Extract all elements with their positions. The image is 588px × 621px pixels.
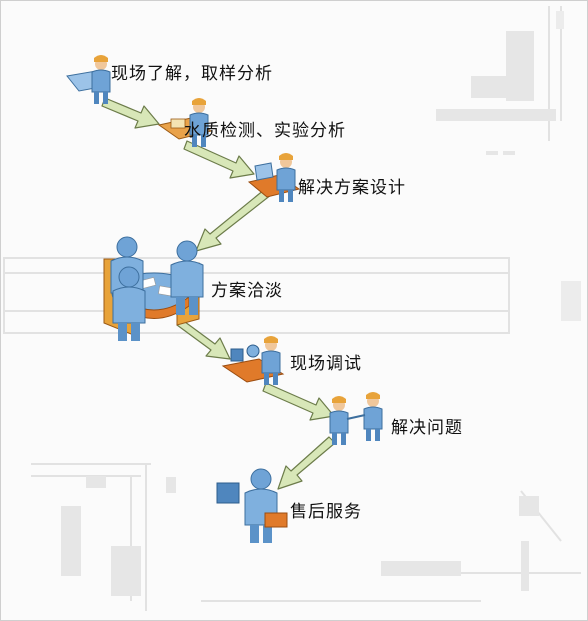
flow-arrows [101,97,336,490]
arrow-6 [277,436,336,490]
meeting-table-icon [103,236,204,342]
lab-technician-icon [157,97,213,148]
arrow-3 [195,184,277,252]
step-label-5: 现场调试 [290,354,362,374]
step-label-3: 解决方案设计 [298,178,406,198]
step-label-4: 方案洽淡 [211,281,283,301]
handshake-icon [329,391,383,446]
step-label-2: 水质检测、实验分析 [184,121,346,141]
step-label-7: 售后服务 [290,502,362,522]
arrow-5 [262,382,335,421]
surveyor-with-clipboard-icon [66,54,111,105]
arrow-1 [101,97,160,129]
service-person-with-case-icon [216,468,288,544]
step-label-6: 解决问题 [391,418,463,438]
arrow-4 [176,318,231,360]
arrow-2 [183,140,255,179]
designer-at-laptop-icon [247,152,301,203]
technician-at-workbench-icon [221,335,285,386]
step-label-1: 现场了解，取样分析 [111,64,273,84]
